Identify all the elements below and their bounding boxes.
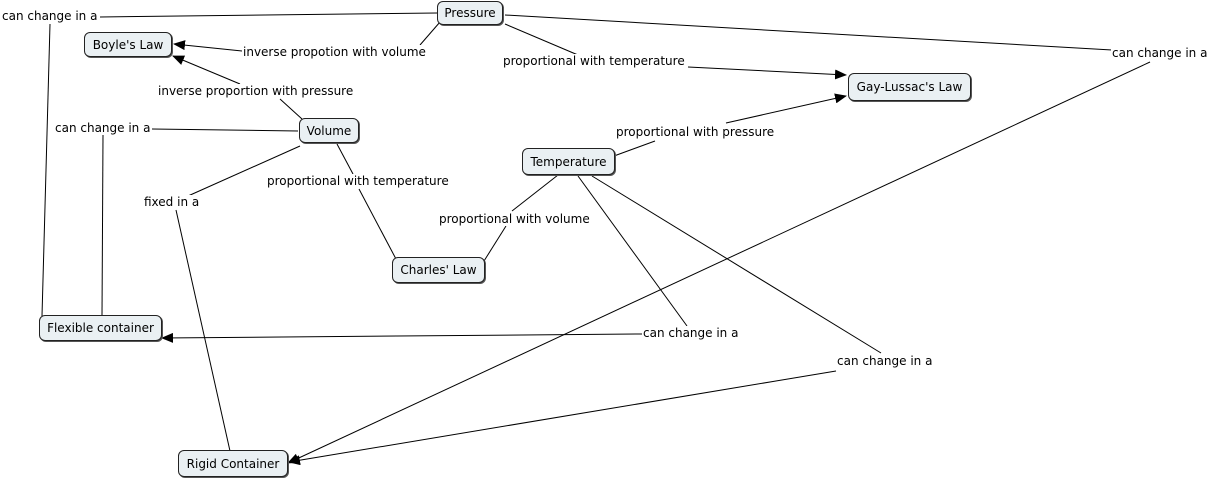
edge-pressure-to-label-proptemp — [504, 23, 579, 56]
edge-temperature-to-label-proppressure — [613, 140, 656, 157]
edge-label-proptemp-to-gaylussac — [687, 66, 847, 80]
concept-temperature[interactable]: Temperature — [522, 148, 615, 175]
edge-label-canchange-to-flexible — [101, 134, 104, 317]
edge-volume-to-label-invpressure — [279, 98, 303, 120]
link-label-volume-prop-temperature: proportional with temperature — [266, 174, 450, 188]
edge-temperature-to-label-flexible — [577, 175, 688, 327]
edge-label-left-to-flexible — [41, 23, 51, 317]
concept-flexible-container[interactable]: Flexible container — [39, 315, 162, 341]
concept-volume[interactable]: Volume — [299, 118, 359, 143]
edge-label-proppressure-to-gaylussac — [725, 93, 847, 124]
link-label-temperature-can-change-flexible: can change in a — [642, 326, 740, 340]
edge-label-fixed-to-rigid — [175, 209, 231, 452]
edge-label-proptemp-to-charles — [358, 188, 397, 260]
link-label-temperature-prop-pressure: proportional with pressure — [615, 125, 776, 139]
link-label-pressure-can-change-left: can change in a — [1, 9, 99, 23]
edge-volume-to-label-fixed — [187, 145, 301, 197]
link-label-temperature-can-change-rigid: can change in a — [836, 354, 934, 368]
edge-label-propvolume-to-charles — [483, 225, 507, 262]
concept-pressure[interactable]: Pressure — [437, 1, 503, 25]
edge-volume-to-label-proptemp — [336, 143, 354, 175]
edge-label-inverse-to-boyles — [173, 40, 243, 52]
edge-pressure-to-label-right — [504, 14, 1113, 51]
edge-temperature-to-label-rigid — [591, 175, 882, 354]
concept-charles-law[interactable]: Charles' Law — [392, 257, 485, 283]
edge-volume-to-label-canchange — [151, 128, 299, 132]
concept-gay-lussacs-law[interactable]: Gay-Lussac's Law — [848, 73, 971, 101]
edge-pressure-to-label-inverse — [419, 21, 441, 46]
edge-label-invpressure-to-boyles — [172, 55, 241, 85]
edge-label-right-to-rigid — [287, 61, 1151, 464]
edge-label-rigid-to-rigid — [288, 370, 837, 466]
link-label-volume-fixed-in: fixed in a — [143, 195, 201, 209]
link-label-pressure-prop-temperature: proportional with temperature — [502, 54, 686, 68]
link-label-pressure-inverse-volume: inverse propotion with volume — [242, 45, 427, 59]
concept-rigid-container[interactable]: Rigid Container — [178, 450, 288, 477]
edge-label-flexible-to-flexible — [161, 332, 643, 343]
edge-temperature-to-label-propvolume — [511, 174, 559, 212]
link-label-pressure-can-change-right: can change in a — [1111, 46, 1209, 60]
edge-pressure-to-label-left — [99, 12, 438, 18]
link-label-temperature-prop-volume: proportional with volume — [438, 212, 591, 226]
concept-boyles-law[interactable]: Boyle's Law — [84, 32, 172, 57]
link-label-volume-can-change: can change in a — [54, 121, 152, 135]
link-label-volume-inverse-pressure: inverse proportion with pressure — [157, 84, 355, 98]
